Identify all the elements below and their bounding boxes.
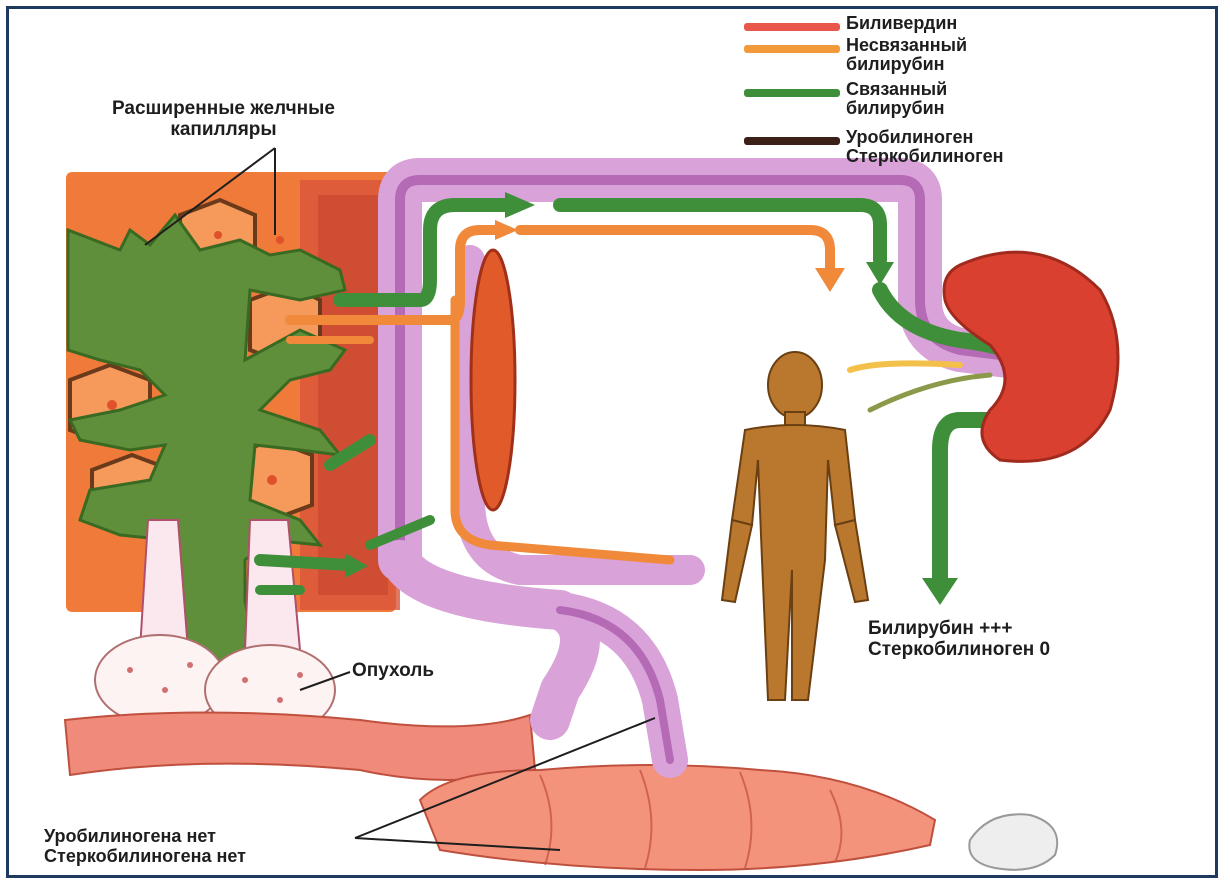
legend-item-conjugated: Связанный билирубин xyxy=(744,80,947,118)
human-figure xyxy=(722,352,868,700)
legend-swatch-unconjugated xyxy=(744,45,840,53)
label-urine-result: Билирубин +++ Стеркобилиноген 0 xyxy=(868,618,1050,661)
legend-swatch-urobilinogen xyxy=(744,137,840,145)
spleen xyxy=(471,250,515,510)
label-stool-result: Уробилиногена нет Стеркобилиногена нет xyxy=(44,826,246,866)
legend-label-biliverdin: Биливердин xyxy=(846,14,957,33)
legend-label-unconjugated: Несвязанный билирубин xyxy=(846,36,967,74)
legend-label-urobilinogen: Уробилиноген Стеркобилиноген xyxy=(846,128,1004,166)
stool xyxy=(969,814,1057,870)
legend-swatch-conjugated xyxy=(744,89,840,97)
legend-item-biliverdin: Биливердин xyxy=(744,14,957,33)
legend-item-unconjugated: Несвязанный билирубин xyxy=(744,36,967,74)
legend-label-conjugated: Связанный билирубин xyxy=(846,80,947,118)
legend-item-urobilinogen: Уробилиноген Стеркобилиноген xyxy=(744,128,1004,166)
legend-swatch-biliverdin xyxy=(744,23,840,31)
label-dilated-capillaries: Расширенные желчные капилляры xyxy=(112,98,335,141)
label-tumor: Опухоль xyxy=(352,660,434,681)
